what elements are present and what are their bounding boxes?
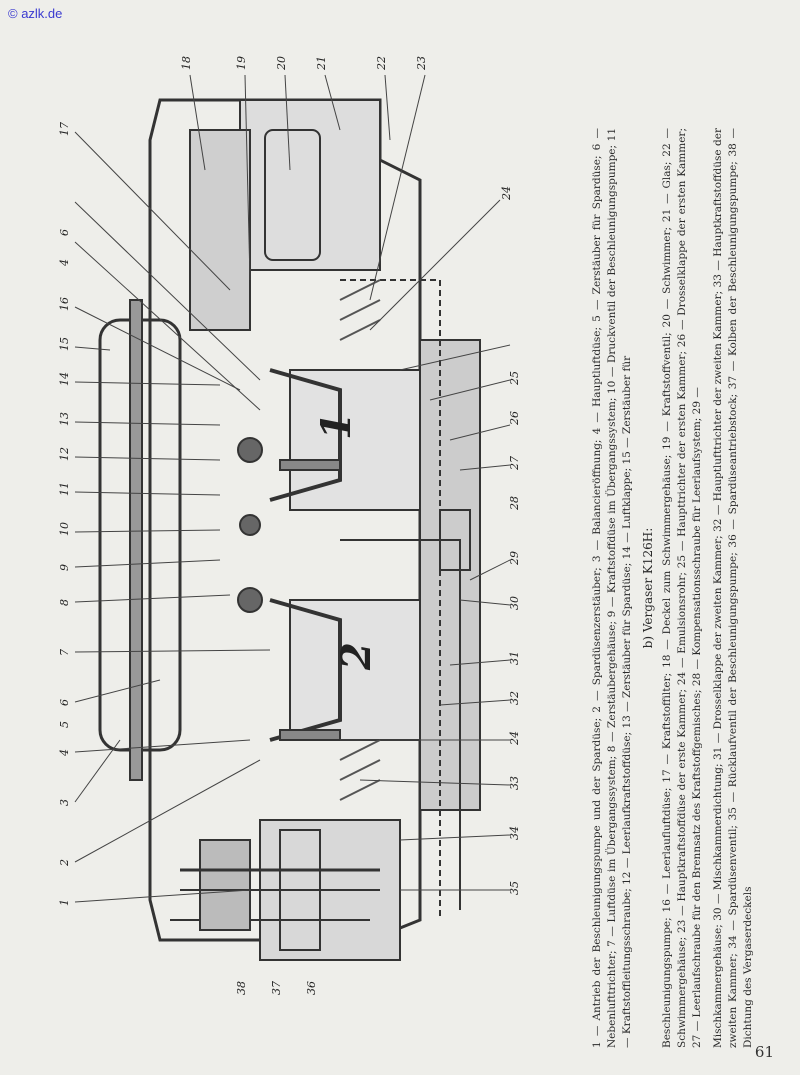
chamber-2-label: 2 — [333, 642, 380, 671]
label-31: 31 — [508, 651, 521, 665]
label-13: 13 — [58, 412, 71, 426]
caption-part-a: 1 — Antrieb der Beschleunigungspumpe und… — [591, 128, 633, 1048]
label-26: 26 — [508, 411, 521, 426]
label-18: 18 — [180, 56, 193, 70]
label-17: 17 — [58, 122, 71, 136]
label-19: 19 — [235, 56, 248, 70]
watermark: © azlk.de — [8, 6, 63, 21]
figure-caption: 1 — Antrieb der Beschleunigungspumpe und… — [590, 128, 754, 1048]
label-12: 12 — [58, 447, 71, 461]
label-15: 15 — [58, 337, 71, 351]
label-38: 38 — [235, 981, 248, 995]
label-35: 35 — [508, 881, 521, 895]
label-22: 22 — [375, 56, 388, 71]
label-9: 9 — [58, 564, 71, 571]
label-32: 32 — [508, 691, 521, 705]
caption-title: b) Vergaser K126H: — [641, 527, 655, 649]
label-29: 29 — [508, 551, 521, 566]
label-30: 30 — [508, 596, 521, 610]
label-16: 16 — [58, 297, 71, 311]
label-25: 25 — [508, 371, 521, 386]
label-24: 24 — [500, 186, 513, 201]
label-33: 33 — [508, 776, 521, 790]
label-10: 10 — [58, 522, 71, 536]
label-3: 3 — [58, 799, 71, 806]
label-6b: 6 — [58, 229, 71, 236]
label-21: 21 — [315, 56, 328, 71]
chamber-1-label: 1 — [313, 412, 360, 440]
page-number: 61 — [754, 1043, 774, 1061]
label-23: 23 — [415, 56, 428, 71]
label-4: 4 — [58, 749, 71, 757]
label-14: 14 — [58, 372, 71, 386]
label-24b: 24 — [508, 731, 521, 746]
label-4b: 4 — [58, 259, 71, 267]
label-11: 11 — [58, 482, 71, 496]
label-27: 27 — [508, 456, 521, 471]
carburetor-diagram: 1 2 — [58, 56, 521, 995]
label-6: 6 — [58, 699, 71, 706]
label-34: 34 — [508, 826, 521, 840]
label-5: 5 — [58, 721, 71, 728]
label-37: 37 — [270, 981, 283, 995]
label-36: 36 — [305, 981, 318, 995]
label-1: 1 — [58, 899, 71, 906]
caption-part-c: Mischkammergehäuse; 30 — Mischkammerdich… — [712, 128, 754, 1048]
caption-part-b: Beschleunigungspumpe; 16 — Leerlaufluftd… — [661, 128, 703, 1048]
label-2: 2 — [58, 859, 71, 867]
label-20: 20 — [275, 56, 288, 71]
label-8: 8 — [58, 599, 71, 606]
label-7: 7 — [58, 649, 71, 656]
label-28: 28 — [508, 496, 521, 511]
